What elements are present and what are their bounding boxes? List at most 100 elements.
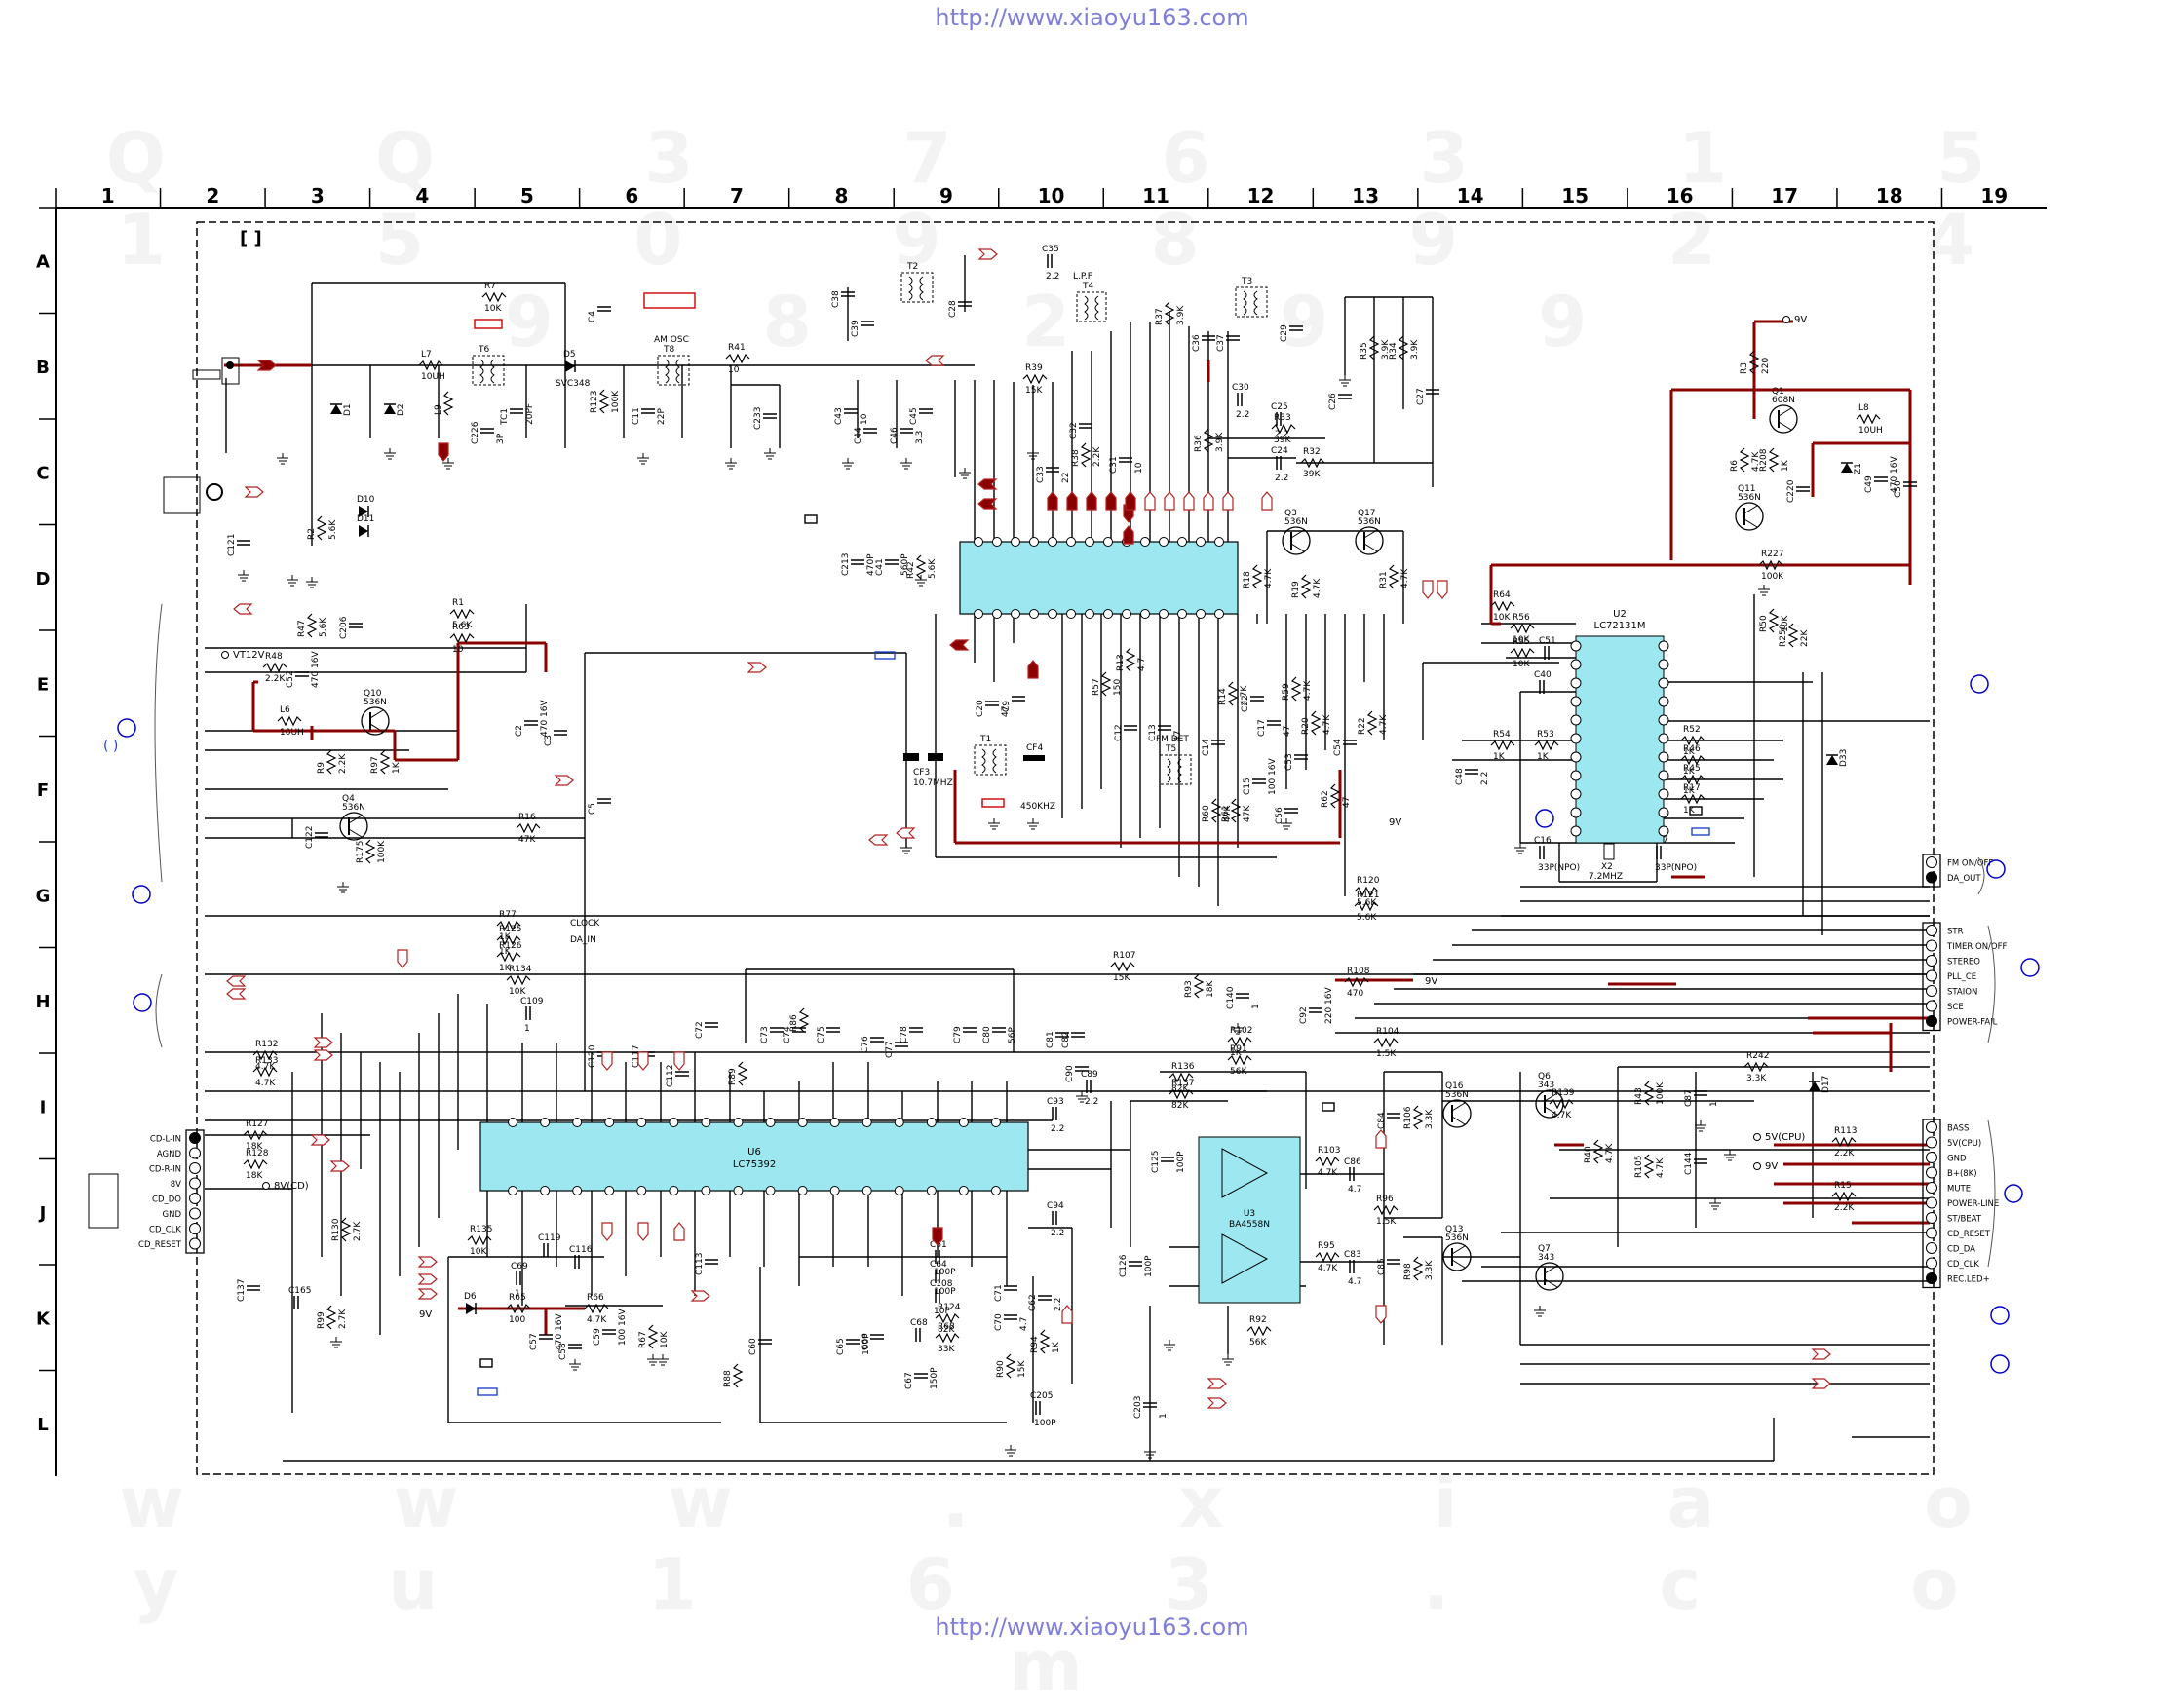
capacitor-ref: C49 — [1864, 475, 1874, 493]
resistor-body — [647, 1324, 659, 1349]
coil-winding — [1084, 295, 1089, 321]
signal-arrow-shape — [1105, 491, 1117, 511]
ground-symbol — [287, 575, 298, 587]
capacitor-ref: C205 — [1030, 1391, 1053, 1401]
capacitor: C90 — [1065, 1065, 1089, 1082]
connector-pin — [189, 1207, 201, 1220]
signal-arrow — [1437, 580, 1448, 599]
grid-row-label: A — [36, 251, 50, 272]
capacitor-ref: C54 — [1333, 739, 1343, 756]
signal-arrow — [896, 827, 916, 839]
capacitor-value: 47 — [1283, 726, 1292, 737]
resistor-ref: L8 — [1858, 403, 1869, 413]
resistor-value: 47K — [1243, 805, 1252, 822]
resistor-value: 5.6K — [319, 617, 328, 637]
signal-arrow — [1047, 491, 1058, 511]
capacitor-ref: C20 — [976, 700, 985, 717]
capacitor-ref: C77 — [885, 1041, 895, 1058]
coil-can — [1159, 754, 1192, 785]
ic-pin — [1177, 537, 1187, 547]
capacitor-ref: C84 — [1377, 1112, 1387, 1129]
resistor-body — [1768, 447, 1780, 473]
capacitor-ref: C59 — [593, 1328, 602, 1346]
capacitor-value: 1 — [1709, 1101, 1719, 1107]
resistor-ref: R61 — [1221, 805, 1231, 822]
resistor-ref: R77 — [499, 910, 517, 920]
signal-arrow — [747, 662, 767, 673]
resistor-body — [449, 632, 475, 644]
transistor-ref: Q7 — [1538, 1244, 1551, 1254]
transistor-part: 536N — [1445, 1233, 1469, 1243]
signal-arrow-shape — [397, 949, 408, 968]
resistor-body — [1643, 1081, 1655, 1106]
resistor-value: 10UH — [1858, 426, 1883, 436]
resistor-ref: R45 — [1683, 764, 1701, 774]
resistor-body — [1329, 783, 1341, 809]
connector-pin-label: STAION — [1947, 988, 1977, 998]
resistor-body — [732, 1363, 744, 1388]
capacitor-value: 33P(NPO) — [1538, 863, 1580, 873]
transistor-body — [361, 706, 390, 736]
resistor-value: 5.6K — [1357, 913, 1377, 923]
capacitor: C28 — [948, 300, 972, 318]
capacitor: C14 — [1202, 739, 1225, 756]
capacitor-value: 2.2 — [1085, 1097, 1098, 1107]
capacitor-ref: C33 — [1036, 466, 1046, 483]
group-bracket — [154, 603, 163, 883]
capacitor: C51 — [1539, 636, 1556, 660]
grid-row-label: D — [36, 569, 51, 589]
ic-pin — [1570, 788, 1582, 800]
resistor-ref: R55 — [1513, 637, 1530, 647]
resistor-body — [1388, 564, 1399, 589]
capacitor-ref: C86 — [1344, 1157, 1361, 1167]
resistor-value: 4.7K — [1322, 714, 1332, 735]
am-antenna-jack — [206, 483, 223, 501]
signal-arrow — [226, 988, 247, 1000]
resistor-ref: R3 — [1740, 362, 1749, 374]
resistor-value: 1.5K — [1376, 1217, 1397, 1227]
diode-body — [359, 525, 368, 537]
connector-pin-label: CD_DA — [1947, 1245, 1975, 1255]
resistor-ref: R50 — [1759, 615, 1769, 632]
transistor-part: 536N — [364, 698, 387, 707]
resistor-value: 150 — [1113, 679, 1123, 696]
capacitor-ref: C26 — [1328, 393, 1338, 410]
connector-pin — [189, 1193, 201, 1204]
resistor-body — [449, 608, 475, 620]
ic-pin — [1066, 537, 1076, 547]
resistor-body — [1354, 886, 1379, 897]
resistor: R61 47K — [1221, 798, 1252, 823]
resistor-value: 4.7K — [1552, 1111, 1572, 1120]
opamp-triangle — [1221, 1148, 1269, 1198]
capacitor-value: 470P — [866, 553, 876, 576]
resistor-ref: R59 — [1282, 683, 1291, 701]
resistor-body — [442, 391, 454, 416]
capacitor-ref: C80 — [982, 1026, 992, 1043]
supply-label: VT12V — [233, 650, 265, 661]
resistor-ref: R56 — [1513, 613, 1530, 623]
coil-transformer: T3 — [1235, 277, 1268, 318]
connector-body — [1922, 922, 1941, 1032]
capacitor-value: 560P — [900, 553, 910, 576]
transistor-body — [1769, 404, 1798, 434]
capacitor-ref: C112 — [666, 1065, 675, 1087]
supply-label: 9V — [1425, 976, 1437, 987]
transistor-emitter — [1544, 1278, 1558, 1288]
resistor-body — [306, 613, 318, 638]
ic-pin — [1011, 609, 1020, 619]
grid-column-label: 14 — [1457, 184, 1484, 208]
resistor-ref: R35 — [1360, 342, 1369, 360]
ic-pin — [990, 1118, 1001, 1127]
signal-arrow-shape — [1811, 1348, 1831, 1360]
